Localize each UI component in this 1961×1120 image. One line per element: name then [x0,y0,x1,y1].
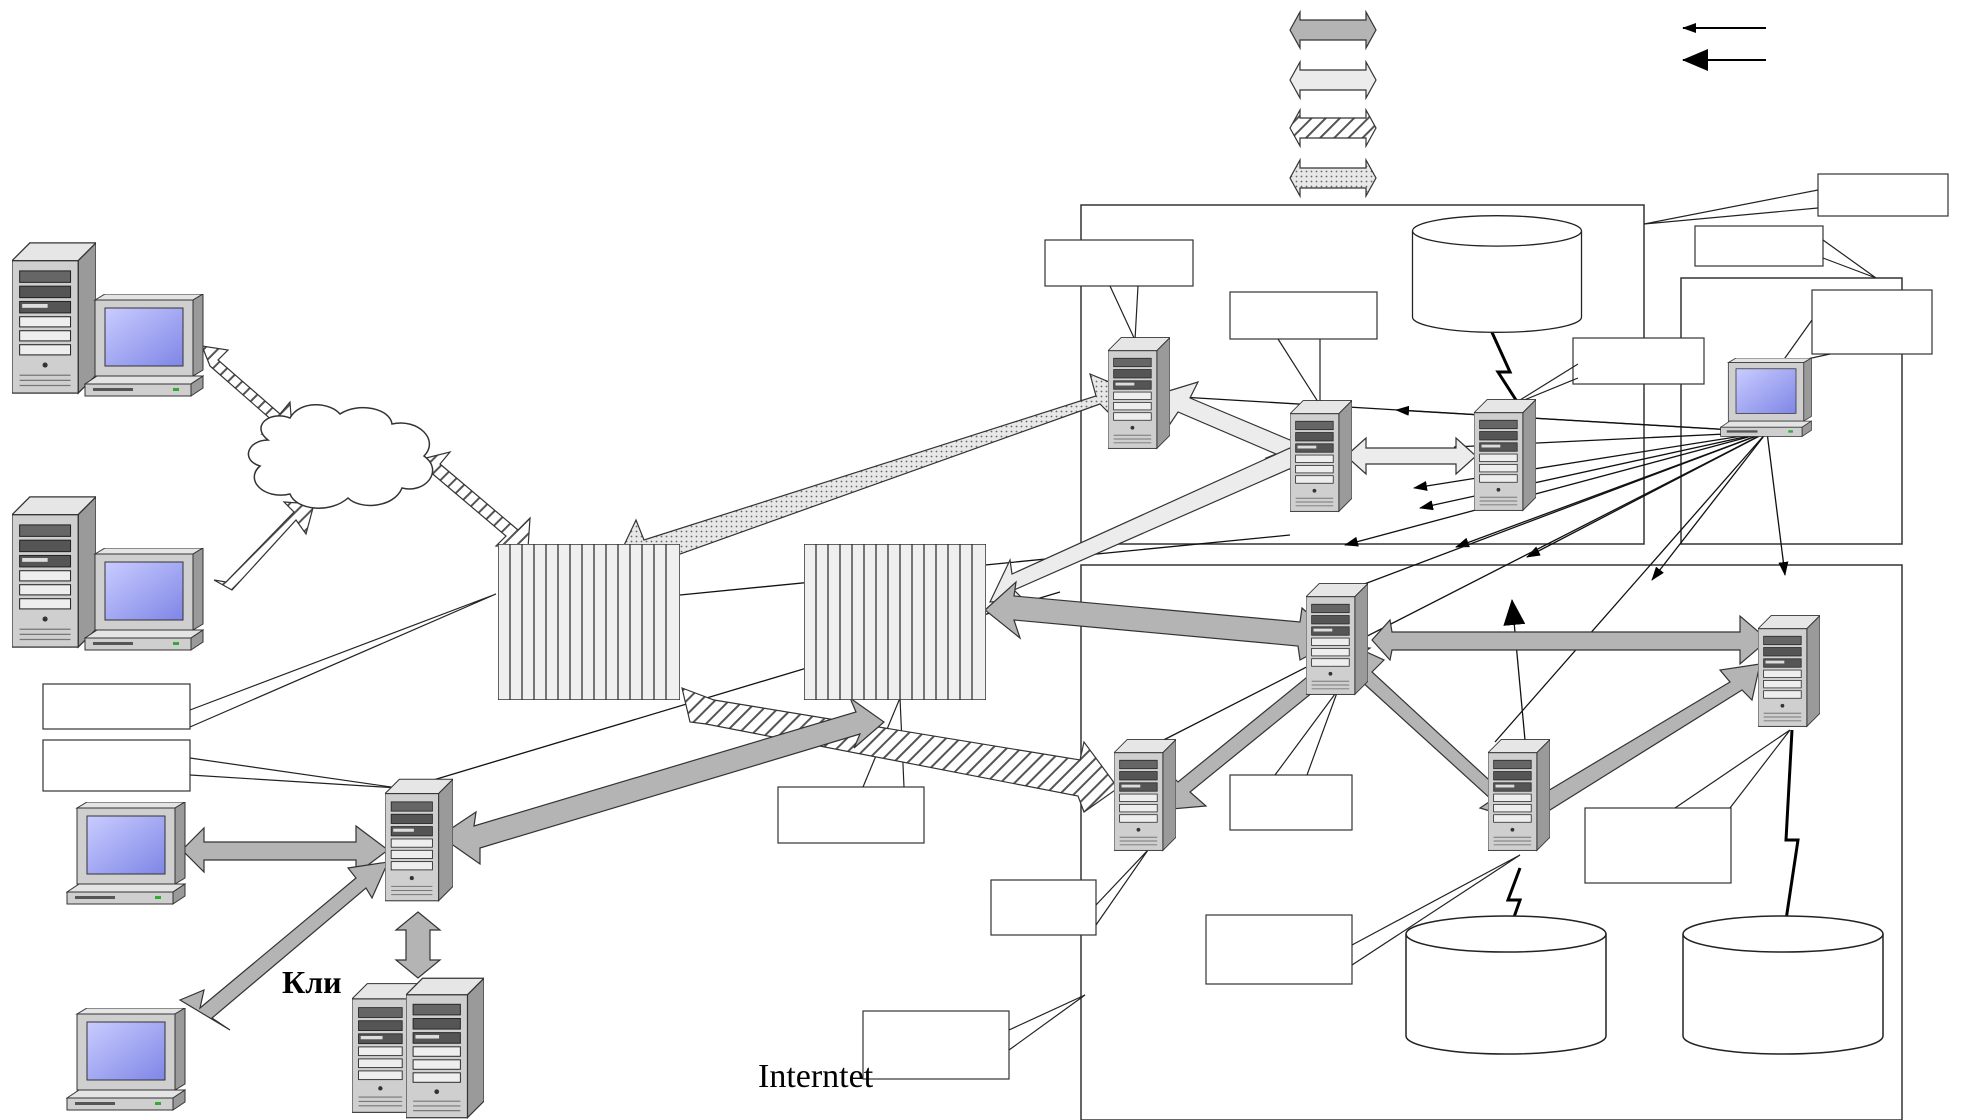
firewall-icon [804,544,986,700]
server-tower-icon [1108,338,1170,449]
server-tower-icon [1306,584,1368,695]
workstation-icon [1721,358,1812,436]
server-tower-icon [1290,401,1352,512]
server-tower-icon [1114,740,1176,851]
workstation-icon [85,294,203,396]
arrow-gray [985,582,1338,660]
callout-box [1573,338,1704,384]
server-tower-icon [12,497,96,647]
label-boxes [43,174,1948,1079]
arrow-gray [396,912,440,978]
server-tower-icon [1474,400,1536,511]
server-tower-icon [1488,740,1550,851]
workstation-icon [85,548,203,650]
workstation-icon [67,802,185,904]
callout-box [1045,240,1193,286]
callout-box [1206,915,1352,984]
server-tower-icon [1758,616,1820,727]
callout-box [1812,290,1932,354]
legend [1290,12,1766,196]
server-tower-icon [385,779,453,901]
callout-box [991,880,1096,935]
clients-label: Кли [282,964,342,1001]
callout-box [43,684,190,729]
arrow-hatched [214,502,314,590]
arrow-light [990,448,1296,602]
callout-box [863,1011,1009,1079]
callout-box [43,740,190,791]
callout-box [1818,174,1948,216]
database-cylinder-icon [1406,916,1606,1054]
workstation-icon [67,1008,185,1110]
callout-box [1585,808,1731,883]
server-tower-icon [12,243,96,393]
legend-arrow-dotted [1290,160,1376,196]
database-cylinder-icon [1412,216,1581,333]
firewall-icon [498,544,680,700]
cloud-icon [248,405,432,508]
callout-box [778,787,924,843]
legend-arrow-hatched [1290,110,1376,146]
arrow-hatched [418,452,530,548]
callout-box [1230,775,1352,830]
legend-arrow-solid [1290,12,1376,48]
internet-label: Interntet [758,1058,873,1096]
arrow-gray [1536,664,1760,810]
database-cylinder-icon [1683,916,1883,1054]
callout-box [1230,292,1377,339]
server-tower-icon [406,978,484,1117]
callout-box [1695,226,1823,266]
legend-arrow-light [1290,62,1376,98]
arrow-light [1346,438,1476,474]
